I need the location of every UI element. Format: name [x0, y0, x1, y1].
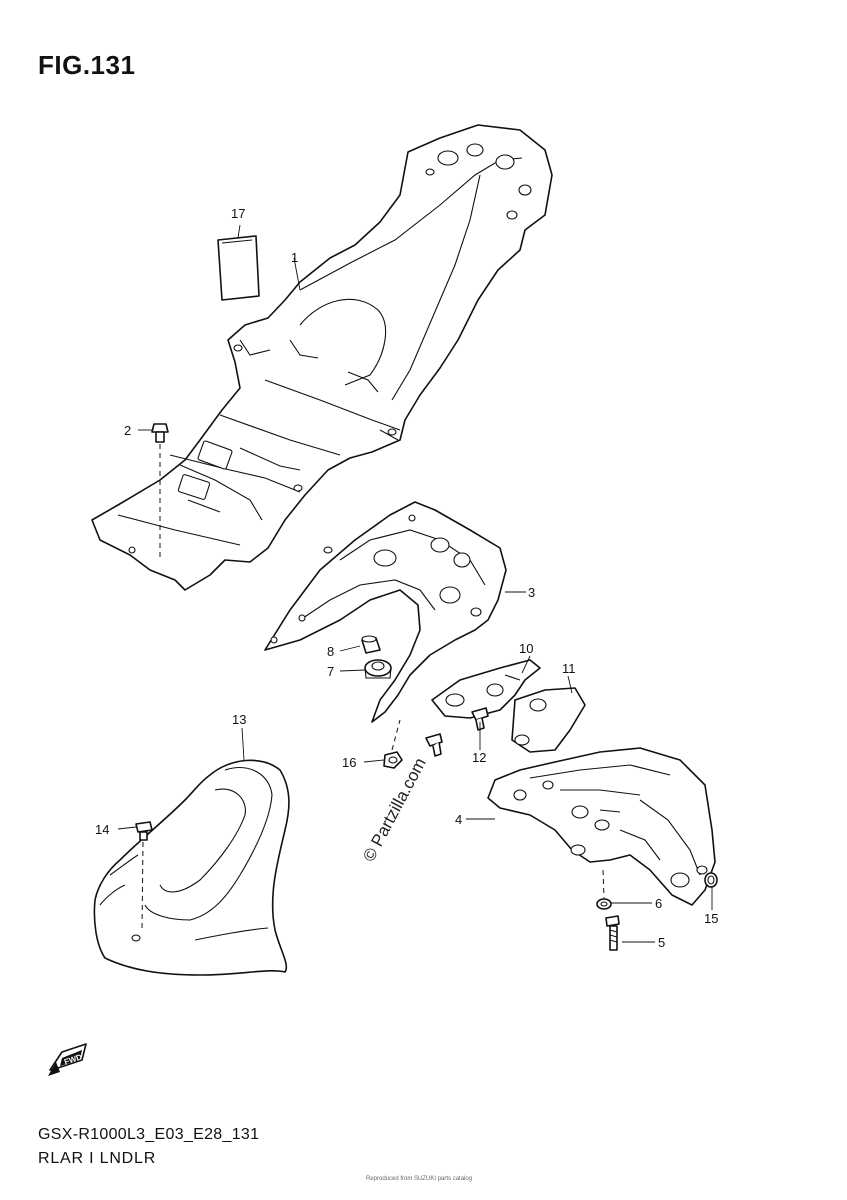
callout-1: 1: [291, 250, 298, 265]
callout-12: 12: [472, 750, 486, 765]
callout-7: 7: [327, 664, 334, 679]
callout-10: 10: [519, 641, 533, 656]
part-screw-small[interactable]: [425, 733, 443, 757]
figure-name: RLAR I LNDLR: [38, 1150, 157, 1167]
callout-labels: 1 2 3 4 5 6 7 8 10 11 12 13 14 15 16 17: [95, 206, 718, 950]
callout-6: 6: [655, 896, 662, 911]
part-12-screw[interactable]: [471, 707, 489, 731]
callout-5: 5: [658, 935, 665, 950]
part-10-bracket[interactable]: [431, 659, 541, 719]
part-6-washer[interactable]: [596, 869, 612, 910]
part-16-nut[interactable]: [383, 719, 403, 769]
part-14-bolt[interactable]: [135, 821, 153, 931]
part-13-front-fender[interactable]: [93, 759, 290, 976]
callout-15: 15: [704, 911, 718, 926]
part-4-rear-fender-lower[interactable]: [487, 747, 716, 906]
callout-8: 8: [327, 644, 334, 659]
part-7-cushion[interactable]: [364, 659, 392, 679]
part-5-bolt[interactable]: [605, 915, 620, 951]
fine-print: Reproduced from SUZUKI parts catalog: [366, 1176, 473, 1182]
part-11-plate[interactable]: [511, 687, 586, 753]
callout-16: 16: [342, 755, 356, 770]
callout-17: 17: [231, 206, 245, 221]
figure-title: FIG.131: [38, 50, 136, 80]
callout-leaders: [117, 224, 713, 943]
part-3-rear-fender-cover[interactable]: [264, 501, 507, 723]
part-17-label[interactable]: [217, 235, 260, 301]
callout-2: 2: [124, 423, 131, 438]
part-1-rear-fender-upper[interactable]: [91, 124, 553, 591]
fwd-arrow-icon: FWD: [48, 1043, 87, 1076]
part-15-reflector[interactable]: [704, 872, 718, 888]
part-2-bolt[interactable]: [151, 423, 169, 560]
callout-14: 14: [95, 822, 109, 837]
callout-3: 3: [528, 585, 535, 600]
callout-13: 13: [232, 712, 246, 727]
callout-4: 4: [455, 812, 462, 827]
figure-code: GSX-R1000L3_E03_E28_131: [38, 1126, 260, 1143]
part-8-spacer[interactable]: [361, 635, 381, 654]
callout-11: 11: [562, 661, 576, 676]
